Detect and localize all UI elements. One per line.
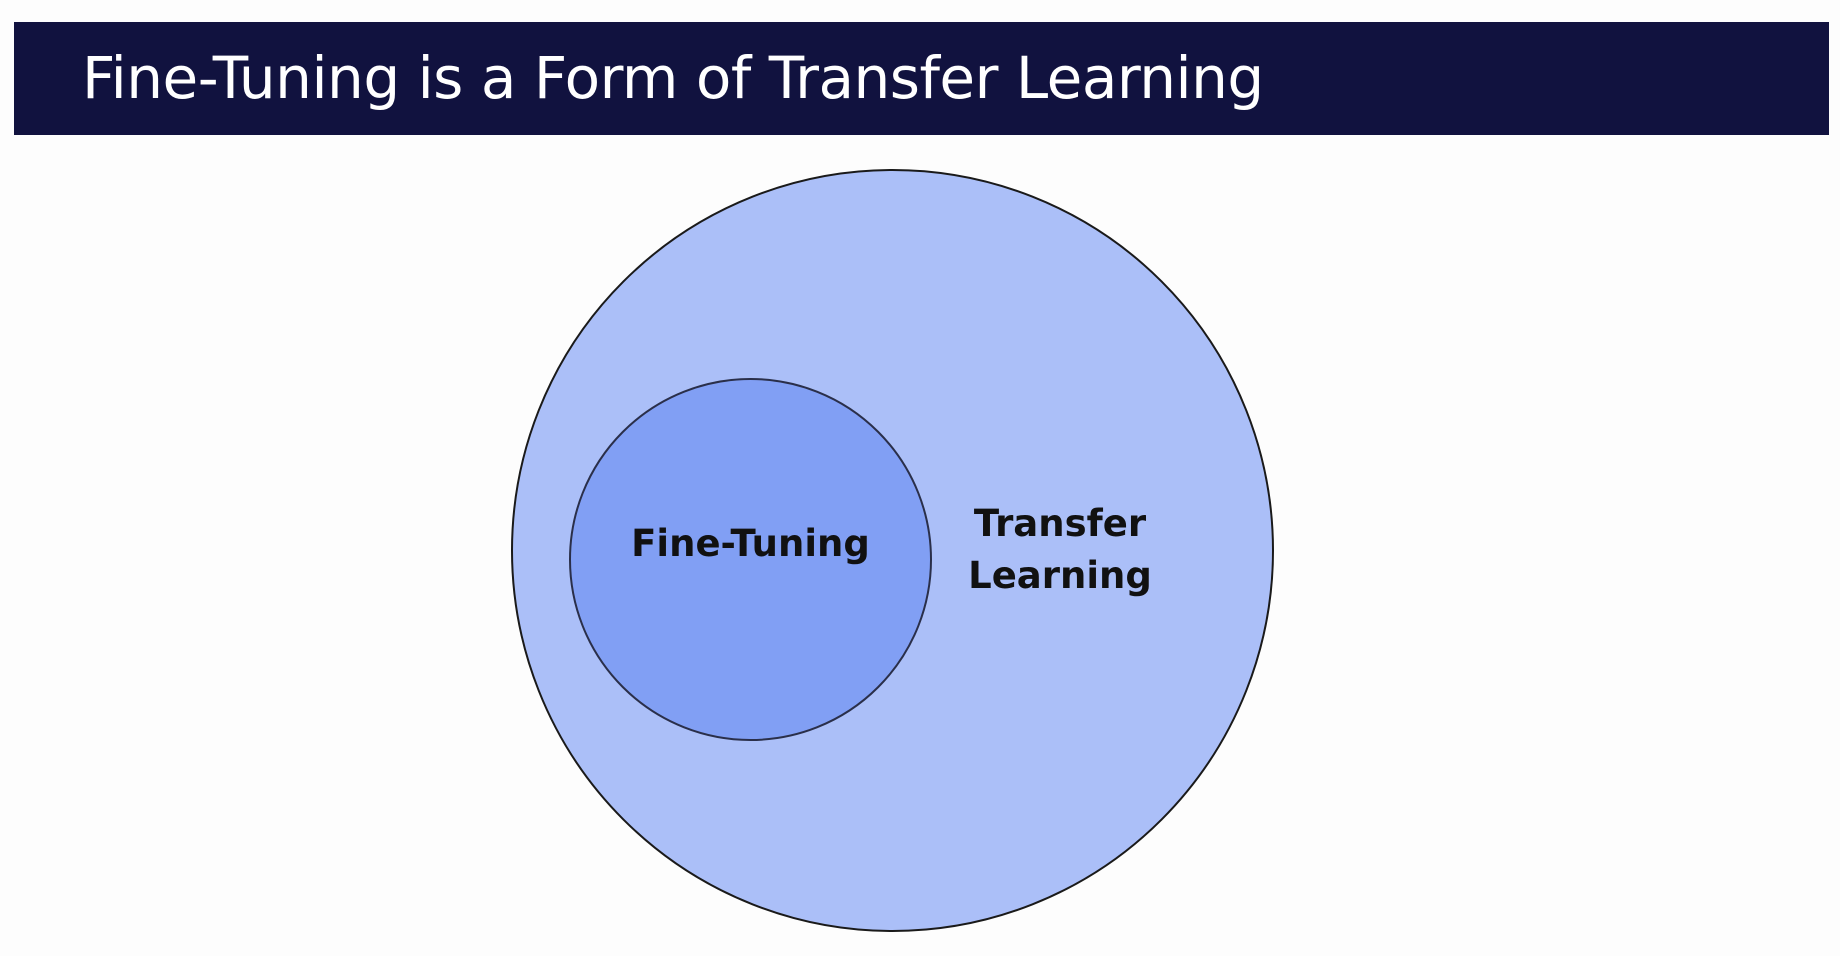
- fine-tuning-label: Fine-Tuning: [631, 522, 870, 565]
- slide-title: Fine-Tuning is a Form of Transfer Learni…: [82, 44, 1264, 112]
- fine-tuning-circle: [569, 378, 932, 741]
- transfer-learning-label-line1: Transfer: [973, 502, 1147, 545]
- transfer-learning-label: Transfer Learning: [940, 498, 1180, 602]
- transfer-learning-label-line2: Learning: [968, 554, 1152, 597]
- title-bar: Fine-Tuning is a Form of Transfer Learni…: [14, 22, 1829, 135]
